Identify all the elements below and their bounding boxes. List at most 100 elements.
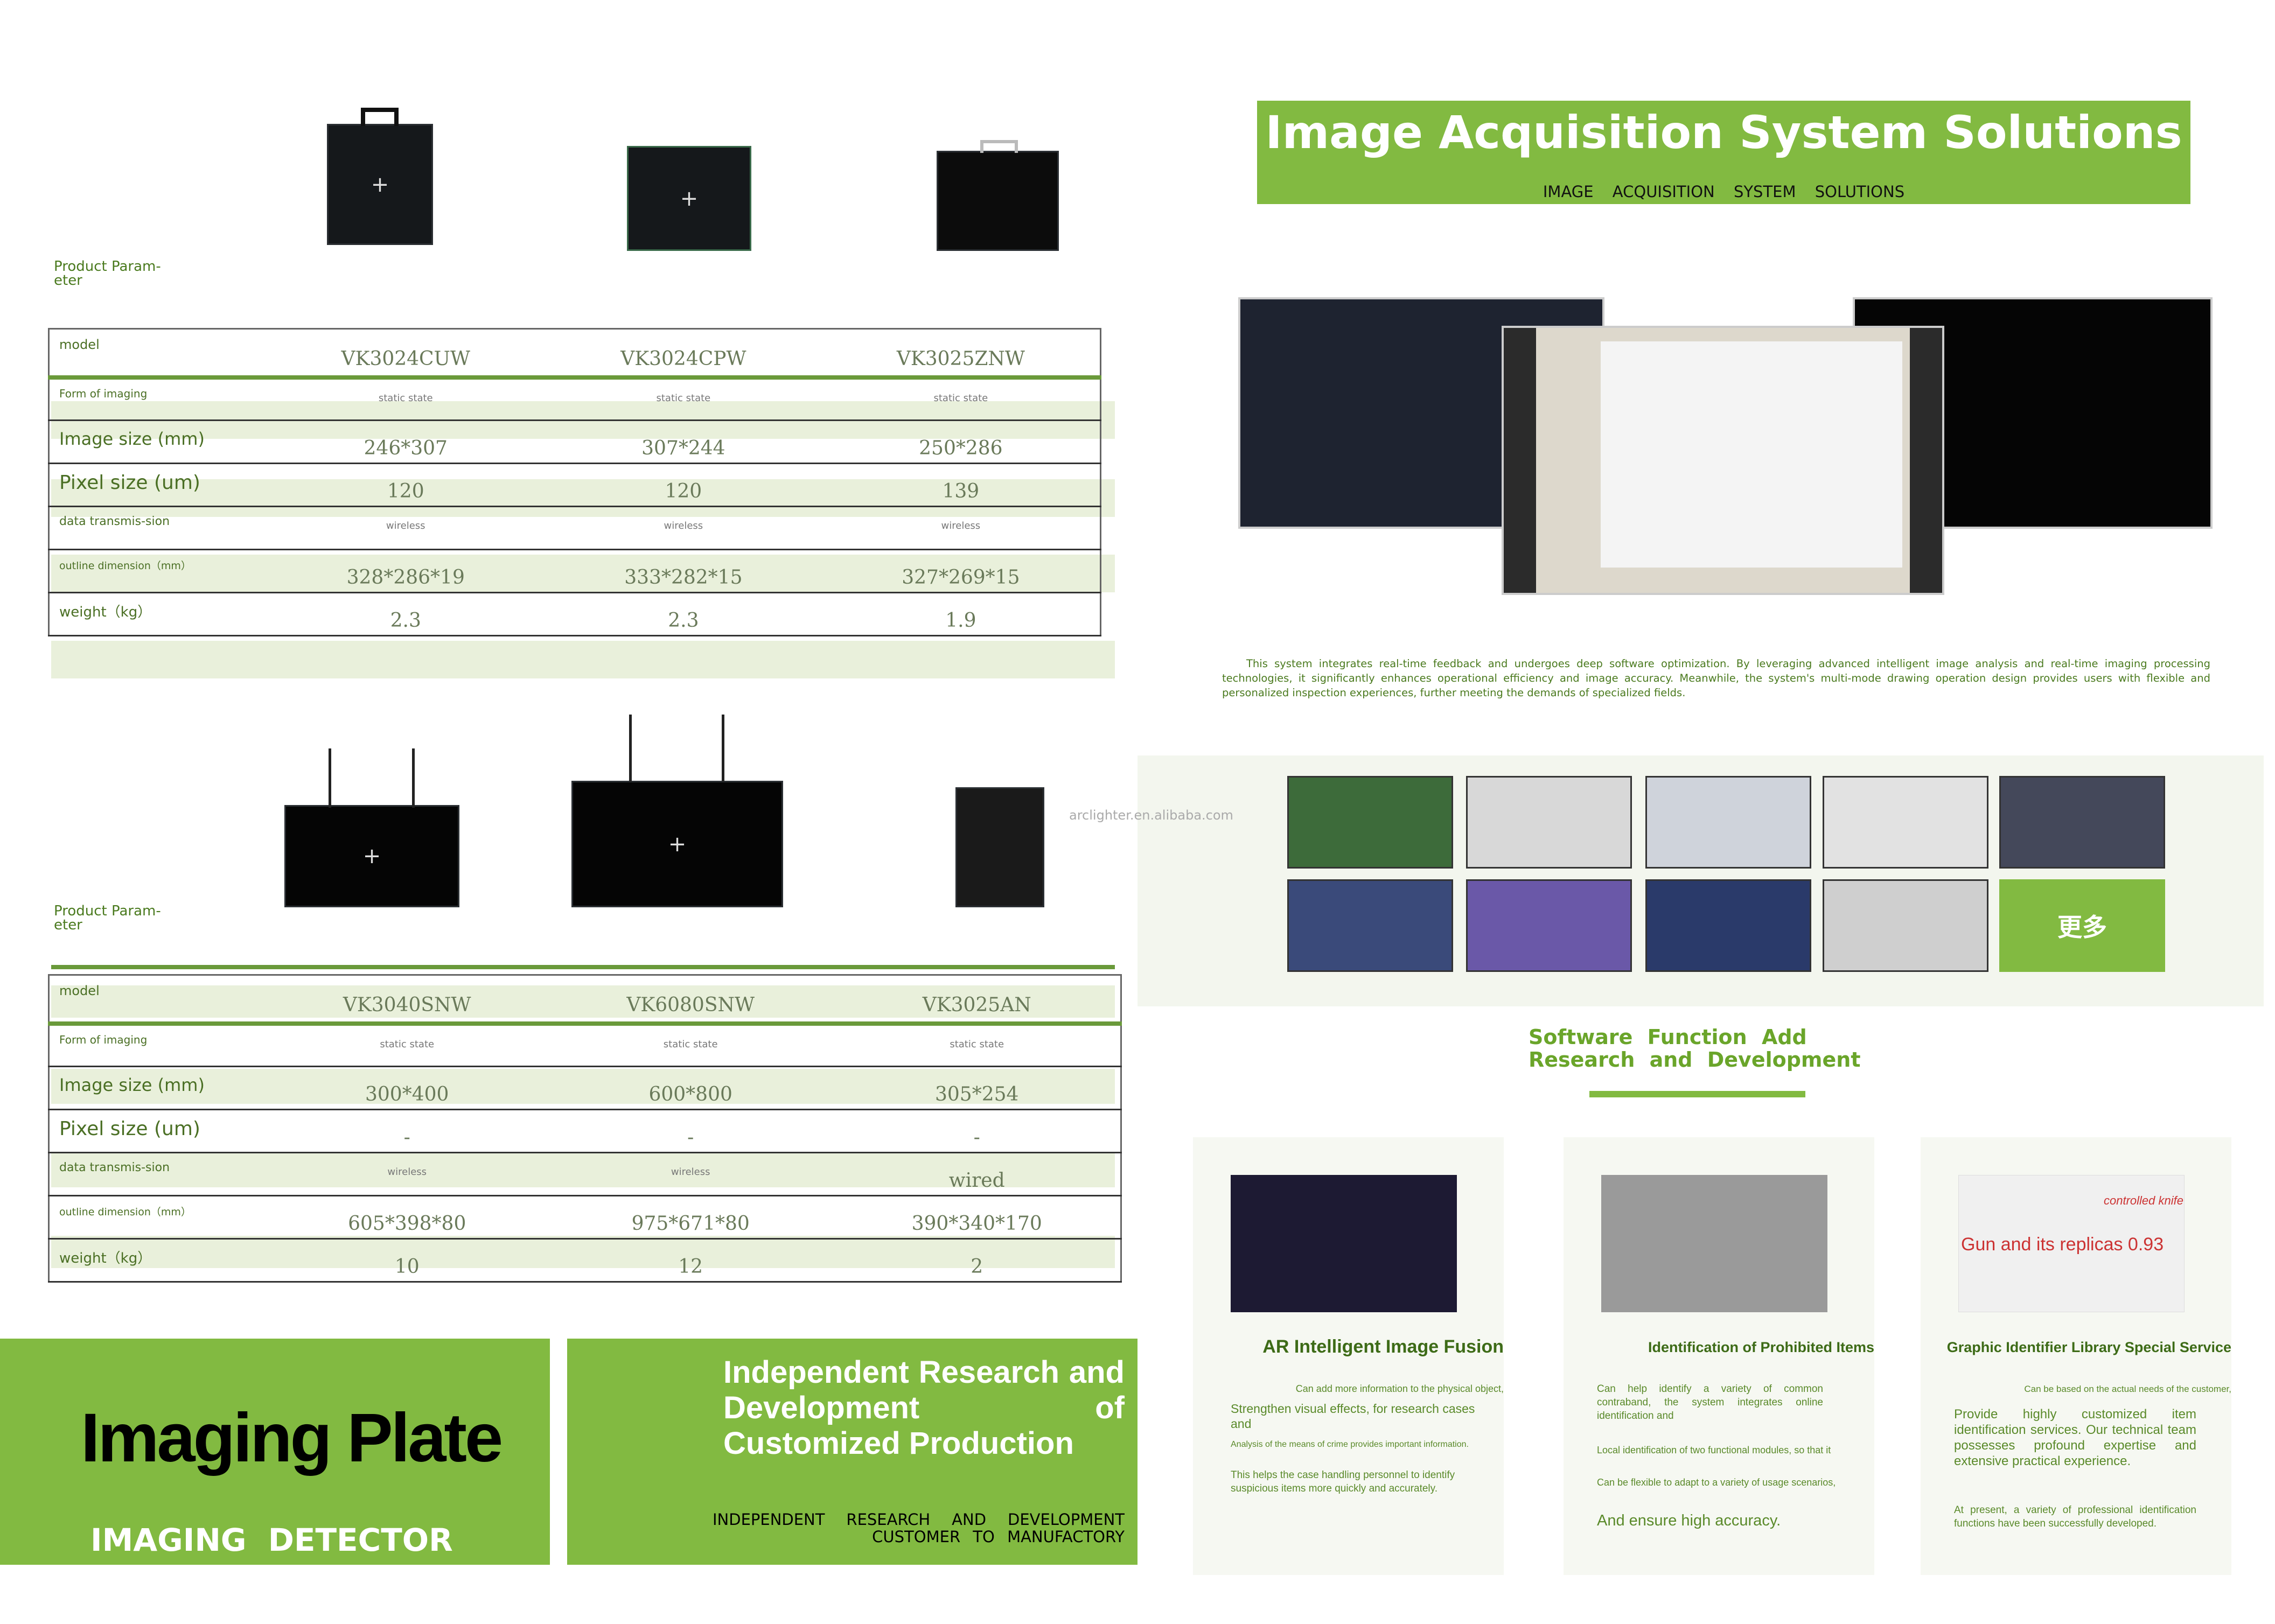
banner-title: Imaging Plate [81, 1399, 503, 1476]
section-divider [1589, 1091, 1805, 1097]
banner-title: Independent Research and Development of … [723, 1355, 1125, 1461]
crosshair-icon: + [371, 172, 389, 197]
card-text: And ensure high accuracy. [1597, 1512, 1781, 1529]
cell-value: VK3024CPW [545, 328, 820, 378]
card-title: Graphic Identifier Library Special Servi… [1946, 1339, 2231, 1355]
cell-value: 390*340*170 [831, 1195, 1121, 1240]
cell-value: VK3040SNW [264, 975, 548, 1024]
cell-value: static state [264, 1023, 548, 1067]
cell-value: static state [831, 1023, 1121, 1067]
thumbnail[interactable] [1466, 776, 1632, 869]
banner-subtitle: IMAGING DETECTOR [90, 1522, 453, 1558]
header-banner: Image Acquisition System Solutions IMAGE… [1257, 101, 2190, 204]
cell-value: 120 [264, 463, 545, 507]
card-text: Provide highly customized item identific… [1954, 1407, 2196, 1468]
cell-value: wired [831, 1152, 1121, 1196]
cell-value: 600*800 [547, 1066, 832, 1110]
card-image [1231, 1175, 1457, 1312]
cell-value: wireless [264, 1152, 548, 1196]
detection-label: Gun and its replicas 0.93 [1961, 1234, 2164, 1255]
screenshot-toolbar [1910, 328, 1942, 593]
detector-image: + [284, 805, 459, 907]
cell-value: 333*282*15 [545, 549, 820, 593]
thumbnail[interactable] [1645, 879, 1811, 972]
row-label: Form of imaging [48, 377, 264, 421]
row-label: data transmis-sion [48, 506, 264, 550]
thumbnail[interactable] [1466, 879, 1632, 972]
row-label: Image size (mm) [48, 420, 264, 464]
product-param-label: Product Param-eter [54, 903, 161, 933]
row-label: outline dimension（mm） [48, 549, 264, 593]
card-text: Strengthen visual effects, for research … [1231, 1402, 1475, 1431]
crosshair-icon: + [362, 844, 381, 869]
cell-value: 139 [819, 463, 1101, 507]
cell-value: 975*671*80 [547, 1195, 832, 1240]
thumbnail[interactable] [1645, 776, 1811, 869]
cell-value: 10 [264, 1238, 548, 1283]
cell-value: static state [545, 377, 820, 421]
card-text: Can help identify a variety of common co… [1597, 1383, 1823, 1422]
detector-image: + [327, 124, 433, 245]
row-label: data transmis-sion [48, 1152, 264, 1196]
row-label: Pixel size (um) [48, 1109, 264, 1153]
cell-value: VK3024CUW [264, 328, 545, 378]
cell-value: 12 [547, 1238, 832, 1283]
customized-production-banner: Independent Research and Development of … [567, 1339, 1138, 1565]
thumbnail[interactable] [1823, 776, 1988, 869]
cell-value: VK6080SNW [547, 975, 832, 1024]
thumbnail[interactable] [1999, 776, 2165, 869]
cell-value: static state [547, 1023, 832, 1067]
cell-value: 605*398*80 [264, 1195, 548, 1240]
card-image [1601, 1175, 1827, 1312]
cell-value: static state [264, 377, 545, 421]
row-label: model [48, 328, 264, 378]
detector-image [955, 787, 1044, 907]
header-title: Image Acquisition System Solutions [1265, 106, 2182, 159]
cell-value: 120 [545, 463, 820, 507]
cell-value: 328*286*19 [264, 549, 545, 593]
detector-handle [980, 140, 1018, 153]
crosshair-icon: + [668, 831, 687, 857]
description: This system integrates real-time feedbac… [1222, 657, 2210, 699]
cell-value: 2.3 [545, 592, 820, 636]
feature-card-library: Gun and its replicas 0.93 controlled kni… [1921, 1137, 2231, 1575]
antenna [722, 715, 724, 782]
antenna [629, 715, 632, 782]
screenshot-viewport [1601, 341, 1902, 568]
detector-image: + [627, 146, 751, 251]
row-label: outline dimension（mm） [48, 1195, 264, 1240]
more-button[interactable]: 更多 [1999, 879, 2165, 972]
cell-value: - [831, 1109, 1121, 1153]
cell-value: wireless [547, 1152, 832, 1196]
card-text: This helps the case handling personnel t… [1231, 1469, 1455, 1494]
divider [51, 965, 1115, 969]
row-label: weight（kg） [48, 592, 264, 636]
cell-value: wireless [545, 506, 820, 550]
thumbnail[interactable] [1287, 776, 1453, 869]
card-text: Can be flexible to adapt to a variety of… [1597, 1477, 1836, 1488]
green-band [51, 641, 1115, 678]
table-row: Pixel size (um)--- [48, 1109, 1121, 1153]
cell-value: 300*400 [264, 1066, 548, 1110]
screenshot-toolbar [1504, 328, 1536, 593]
software-screenshot [1502, 326, 1944, 595]
thumbnail[interactable] [1823, 879, 1988, 972]
card-title: Identification of Prohibited Items [1648, 1339, 1874, 1355]
card-text: At present, a variety of professional id… [1954, 1504, 2196, 1529]
antenna [412, 748, 415, 808]
cell-value: 246*307 [264, 420, 545, 464]
row-label: model [48, 975, 264, 1024]
cell-value: 1.9 [819, 592, 1101, 636]
antenna [329, 748, 331, 808]
cell-value: 2 [831, 1238, 1121, 1283]
row-label: Form of imaging [48, 1023, 264, 1067]
cell-value: VK3025AN [831, 975, 1121, 1024]
detector-handle [361, 108, 399, 126]
thumbnail[interactable] [1287, 879, 1453, 972]
